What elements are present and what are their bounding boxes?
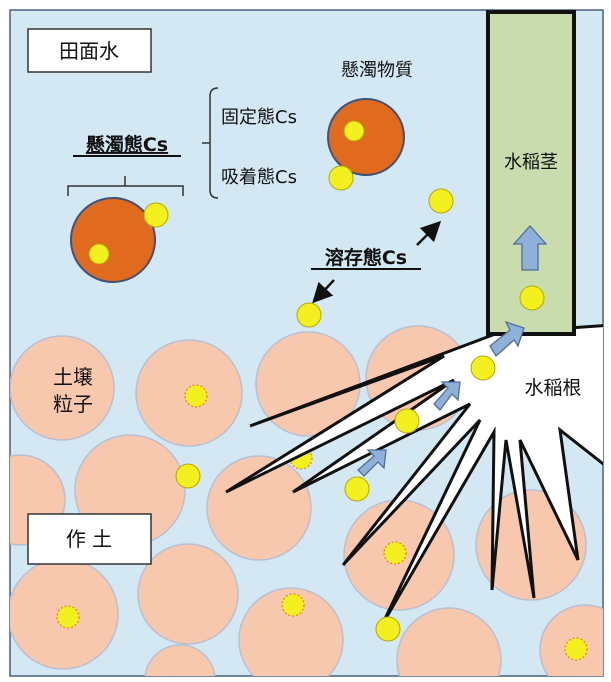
rice-stem-label: 水稲茎 xyxy=(504,152,558,173)
fixed-cs-dot xyxy=(281,593,305,617)
suspended-cs-bracket xyxy=(67,176,184,196)
cs-dot xyxy=(375,616,401,642)
suspended-particle-large xyxy=(327,98,405,191)
plow-layer-label-box xyxy=(27,513,152,565)
soil-particle xyxy=(238,587,344,676)
cs-dot xyxy=(470,355,496,381)
cs-dot xyxy=(428,188,454,214)
fixed-cs-in-soil xyxy=(56,384,588,661)
dissolved-cs-dots xyxy=(175,188,545,642)
fixed-cs-dot xyxy=(184,384,208,408)
suspended-cs-label: 懸濁態Cs xyxy=(86,133,168,156)
up-arrow-icon xyxy=(433,381,461,411)
up-arrow-icon xyxy=(357,449,387,477)
cs-dot xyxy=(175,463,201,489)
suspended-matter-label: 懸濁物質 xyxy=(341,60,413,81)
dissolved-flow-arrows xyxy=(312,220,442,304)
soil-particle xyxy=(206,455,312,561)
paddy-water-label-box xyxy=(27,28,152,73)
soil-particle xyxy=(144,644,216,676)
up-arrow-icon xyxy=(489,320,525,358)
adsorbed-cs-label: 吸着態Cs xyxy=(221,167,297,188)
soil-particle-label-line1: 土壌 xyxy=(53,365,93,389)
soil-particle xyxy=(396,607,502,676)
cs-dot xyxy=(394,408,420,434)
dissolved-cs-label: 溶存態Cs xyxy=(325,246,407,269)
fixed-cs-dot xyxy=(383,541,407,565)
paddy-water-label: 田面水 xyxy=(59,39,119,63)
soil-particle xyxy=(10,335,115,441)
cs-dot xyxy=(296,302,322,328)
fixed-cs-label: 固定態Cs xyxy=(221,107,297,128)
up-arrow-icon xyxy=(512,225,548,271)
plow-layer-label: 作 土 xyxy=(66,527,112,551)
fixed-cs-dot xyxy=(56,605,80,629)
fixed-cs-dot xyxy=(564,637,588,661)
suspended-particle-left xyxy=(70,197,169,283)
soil-particle-label-line2: 粒子 xyxy=(53,392,93,416)
rice-stem xyxy=(486,10,576,336)
cs-dot xyxy=(519,285,545,311)
rice-root-label: 水稲根 xyxy=(524,377,581,399)
cs-type-bracket xyxy=(202,87,219,199)
uptake-arrows xyxy=(357,225,548,477)
soil-particle xyxy=(137,543,239,645)
cs-dot xyxy=(344,476,370,502)
rice-root xyxy=(225,324,603,626)
